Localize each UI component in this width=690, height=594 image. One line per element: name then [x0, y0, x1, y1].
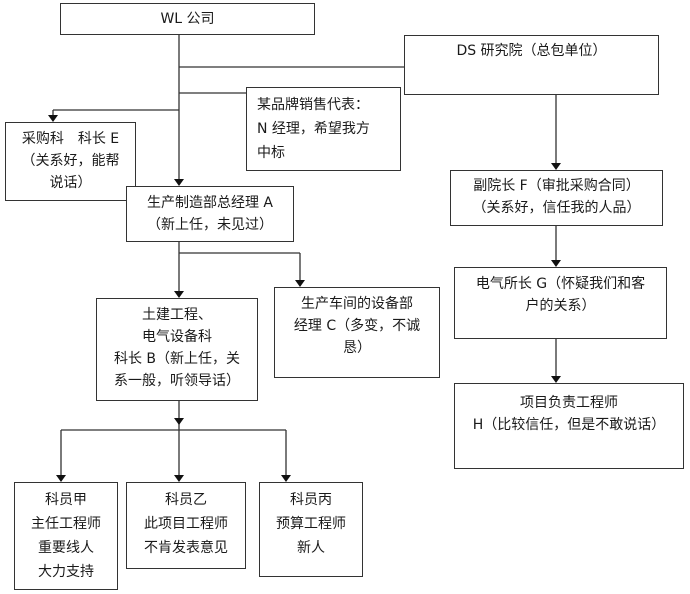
- arrow-to-h: [551, 376, 561, 383]
- arrow-to-bing: [281, 475, 291, 482]
- node-text: DS 研究院（总包单位）: [456, 43, 607, 59]
- node-section-chief-b: 土建工程、 电气设备科 科长 B（新上任，关 系一般，听领导话）: [96, 298, 258, 401]
- node-text: 系一般，听领导话）: [114, 373, 240, 389]
- arrow-to-e: [48, 115, 58, 122]
- node-text: 副院长 F（审批采购合同）: [473, 178, 640, 194]
- node-text: 科员丙: [290, 492, 332, 508]
- node-text: 某品牌销售代表：: [257, 97, 369, 113]
- node-text: 不肯发表意见: [144, 540, 228, 556]
- node-equipment-manager-c: 生产车间的设备部 经理 C（多变，不诚 恳）: [274, 287, 440, 378]
- node-clerk-yi: 科员乙 此项目工程师 不肯发表意见: [126, 482, 246, 569]
- node-sales-rep: 某品牌销售代表： N 经理，希望我方 中标: [246, 87, 401, 171]
- node-text: H（比较信任，但是不敢说话）: [472, 417, 666, 433]
- arrow-b-junction: [174, 418, 184, 425]
- node-text: （关系好，能帮: [21, 153, 120, 169]
- arrow-to-yi: [174, 475, 184, 482]
- arrow-to-g: [551, 260, 561, 267]
- node-text: （新上任，未见过）: [147, 217, 273, 233]
- arrow-to-a: [174, 179, 184, 186]
- arrow-to-b: [174, 291, 184, 298]
- node-text: 科员乙: [165, 492, 207, 508]
- arrow-to-c: [295, 280, 305, 287]
- arrow-to-jia: [56, 475, 66, 482]
- node-text: N 经理，希望我方: [257, 121, 370, 137]
- node-project-engineer-h: 项目负责工程师 H（比较信任，但是不敢说话）: [454, 383, 684, 469]
- node-vp-f: 副院长 F（审批采购合同） （关系好，信任我的人品）: [450, 170, 663, 226]
- node-text: 预算工程师: [276, 516, 346, 532]
- node-text: 说话）: [49, 175, 92, 191]
- node-text: 电气设备科: [142, 329, 212, 345]
- node-text: 新人: [297, 540, 325, 556]
- node-text: 采购科 科长 E: [21, 131, 120, 147]
- node-text: 生产制造部总经理 A: [146, 195, 274, 211]
- node-text: 电气所长 G（怀疑我们和客: [475, 276, 646, 292]
- node-text: 户的关系）: [525, 298, 596, 314]
- node-clerk-bing: 科员丙 预算工程师 新人: [259, 482, 363, 577]
- node-text: 主任工程师: [31, 516, 101, 532]
- node-text: （关系好，信任我的人品）: [472, 200, 641, 216]
- node-text: 重要线人: [38, 540, 94, 556]
- node-gm-a: 生产制造部总经理 A （新上任，未见过）: [126, 186, 294, 242]
- node-clerk-jia: 科员甲 主任工程师 重要线人 大力支持: [14, 482, 118, 590]
- arrow-to-f: [551, 163, 561, 170]
- node-procurement-e: 采购科 科长 E （关系好，能帮 说话）: [5, 122, 136, 201]
- node-text: 项目负责工程师: [520, 395, 618, 411]
- node-director-g: 电气所长 G（怀疑我们和客 户的关系）: [454, 267, 667, 339]
- node-text: 生产车间的设备部: [301, 296, 413, 312]
- node-text: 恳）: [343, 340, 371, 356]
- node-ds-institute: DS 研究院（总包单位）: [404, 35, 659, 95]
- node-text: 中标: [257, 145, 285, 161]
- node-wl-company: WL 公司: [60, 3, 315, 35]
- node-text: 此项目工程师: [144, 516, 228, 532]
- node-text: 科长 B（新上任，关: [113, 351, 241, 367]
- node-text: 大力支持: [38, 564, 94, 580]
- node-text: 经理 C（多变，不诚: [293, 318, 421, 334]
- node-text: WL 公司: [160, 11, 215, 27]
- node-text: 土建工程、: [142, 307, 212, 323]
- node-text: 科员甲: [45, 492, 87, 508]
